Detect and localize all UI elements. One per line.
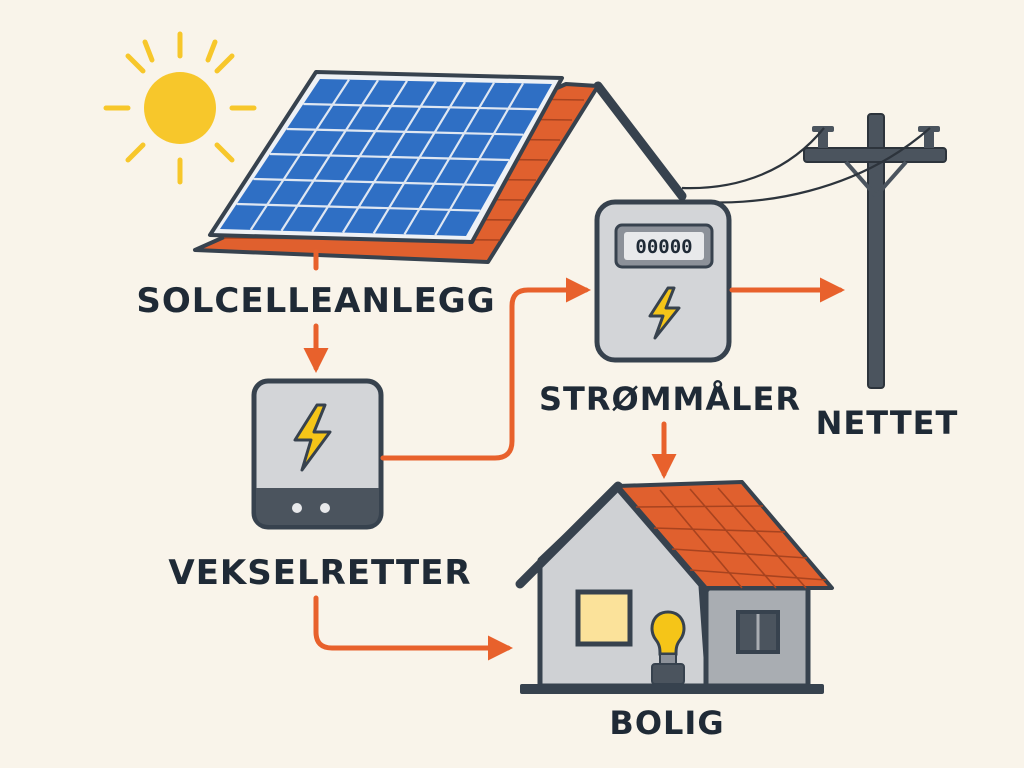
- solar-installation: [193, 70, 687, 264]
- label-meter: STRØMMÅLER: [539, 380, 801, 418]
- house-window: [575, 589, 633, 647]
- arrow-inverter-to-home: [313, 595, 513, 661]
- label-home: BOLIG: [609, 704, 724, 742]
- lightning-icon: [293, 403, 332, 472]
- house-roof: [616, 480, 834, 590]
- meter-display: 00000: [635, 236, 692, 258]
- arrow-inverter-to-meter: [380, 277, 591, 461]
- light-bulb-icon: [650, 610, 686, 685]
- lightning-icon: [648, 286, 681, 340]
- inverter-device: [251, 378, 384, 530]
- label-inverter: VEKSELRETTER: [168, 553, 471, 593]
- electricity-meter: 00000: [594, 199, 732, 363]
- label-grid: NETTET: [816, 404, 959, 442]
- power-lines: [679, 127, 931, 204]
- sun-icon: [103, 31, 257, 185]
- house-icon: [515, 480, 834, 694]
- label-solar-installation: SOLCELLEANLEGG: [136, 281, 495, 321]
- utility-pole-icon: [803, 113, 947, 389]
- flow-arrows: [303, 249, 845, 661]
